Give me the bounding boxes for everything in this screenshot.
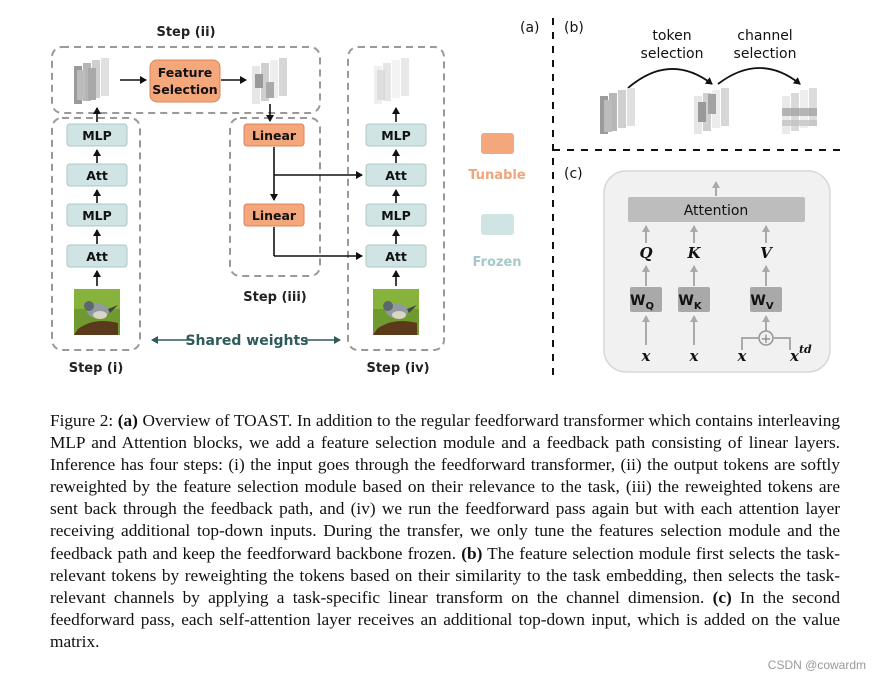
- wq-label: WQ: [630, 293, 654, 312]
- mlp-block-i-top: [66, 123, 128, 147]
- linear-block-bottom: [243, 203, 305, 227]
- token-stack-output: [74, 58, 109, 104]
- step-i-label: Step (i): [69, 361, 124, 376]
- toast-diagram: Step (ii) Step (i) Step (iii) Step (iv) …: [51, 18, 845, 380]
- linear-label: Linear: [252, 208, 297, 223]
- token-stack-iv: [374, 58, 409, 104]
- token-stack-reweighted: [252, 58, 287, 104]
- attention-label: Attention: [684, 203, 749, 219]
- mlp-block-iv-top: [365, 123, 427, 147]
- token-stack-b1: [600, 88, 635, 134]
- k-label: K: [686, 244, 701, 262]
- mlp-block-iv-bottom: [365, 203, 427, 227]
- linear-block-top: [243, 123, 305, 147]
- caption-b-text: The feature selection module first selec…: [50, 543, 840, 607]
- x-input-q: x: [641, 347, 652, 365]
- mlp-block-i-bottom: [66, 203, 128, 227]
- caption-c-text: In the second feedforward pass, each sel…: [50, 587, 840, 651]
- mlp-label: MLP: [381, 128, 411, 143]
- xtd-input: xtd: [789, 343, 812, 365]
- panel-c-label: (c): [564, 166, 583, 182]
- att-label: Att: [86, 249, 108, 264]
- att-block-iv-bottom: [365, 244, 427, 268]
- caption-label: Figure 2:: [50, 411, 114, 430]
- channel-selection-line1: channel: [737, 28, 792, 44]
- column-step-iii: Linear Linear: [243, 104, 363, 260]
- linear-label: Linear: [252, 128, 297, 143]
- token-stack-b3: [782, 88, 817, 134]
- legend-tunable-label: Tunable: [468, 168, 525, 183]
- panel-b-label: (b): [564, 20, 584, 36]
- figure-caption: Figure 2: (a) Overview of TOAST. In addi…: [50, 410, 840, 653]
- q-label: Q: [639, 244, 652, 262]
- step-ii-box: [51, 46, 321, 114]
- v-label: V: [760, 244, 773, 262]
- att-label: Att: [86, 168, 108, 183]
- bird-image-i: [74, 289, 120, 335]
- token-selection-line1: token: [652, 28, 691, 44]
- token-stack-b2: [694, 88, 729, 134]
- att-block-i-top: [66, 163, 128, 187]
- step-iv-box: [347, 46, 445, 351]
- att-label: Att: [385, 168, 407, 183]
- shared-weights-label: Shared weights: [185, 333, 308, 349]
- column-step-i: MLP Att MLP Att: [66, 107, 128, 335]
- step-ii-label: Step (ii): [156, 25, 215, 40]
- bird-image-iv: [373, 289, 419, 335]
- legend-tunable-swatch: [481, 133, 514, 154]
- wv-block: [750, 287, 782, 312]
- watermark: CSDN @cowardm: [767, 658, 866, 672]
- att-label: Att: [385, 249, 407, 264]
- column-step-iv: MLP Att MLP Att: [365, 107, 427, 335]
- channel-selection-line2: selection: [734, 46, 797, 62]
- plus-sign: +: [761, 332, 772, 347]
- mlp-label: MLP: [82, 128, 112, 143]
- att-block-iv-top: [365, 163, 427, 187]
- caption-a-text: Overview of TOAST. In addition to the re…: [50, 411, 840, 563]
- wk-block: [678, 287, 710, 312]
- caption-b-tag: (b): [461, 543, 483, 563]
- feature-selection-line1: Feature: [158, 65, 212, 80]
- wv-label: WV: [750, 293, 773, 312]
- mlp-label: MLP: [82, 208, 112, 223]
- feature-selection-line2: Selection: [152, 82, 217, 97]
- feature-selection-block: [149, 59, 221, 103]
- att-block-i-bottom: [66, 244, 128, 268]
- panel-a-label: (a): [520, 20, 540, 36]
- step-iii-label: Step (iii): [243, 290, 306, 305]
- caption-c-tag: (c): [712, 587, 732, 607]
- x-input-k: x: [689, 347, 700, 365]
- legend-frozen-swatch: [481, 214, 514, 235]
- caption-a-tag: (a): [117, 411, 138, 430]
- x-input-v: x: [737, 347, 748, 365]
- legend-frozen-label: Frozen: [472, 255, 521, 270]
- wq-block: [630, 287, 662, 312]
- step-iv-label: Step (iv): [366, 361, 429, 376]
- token-selection-line2: selection: [641, 46, 704, 62]
- attention-block: [628, 197, 805, 222]
- mlp-label: MLP: [381, 208, 411, 223]
- wk-label: WK: [678, 293, 702, 312]
